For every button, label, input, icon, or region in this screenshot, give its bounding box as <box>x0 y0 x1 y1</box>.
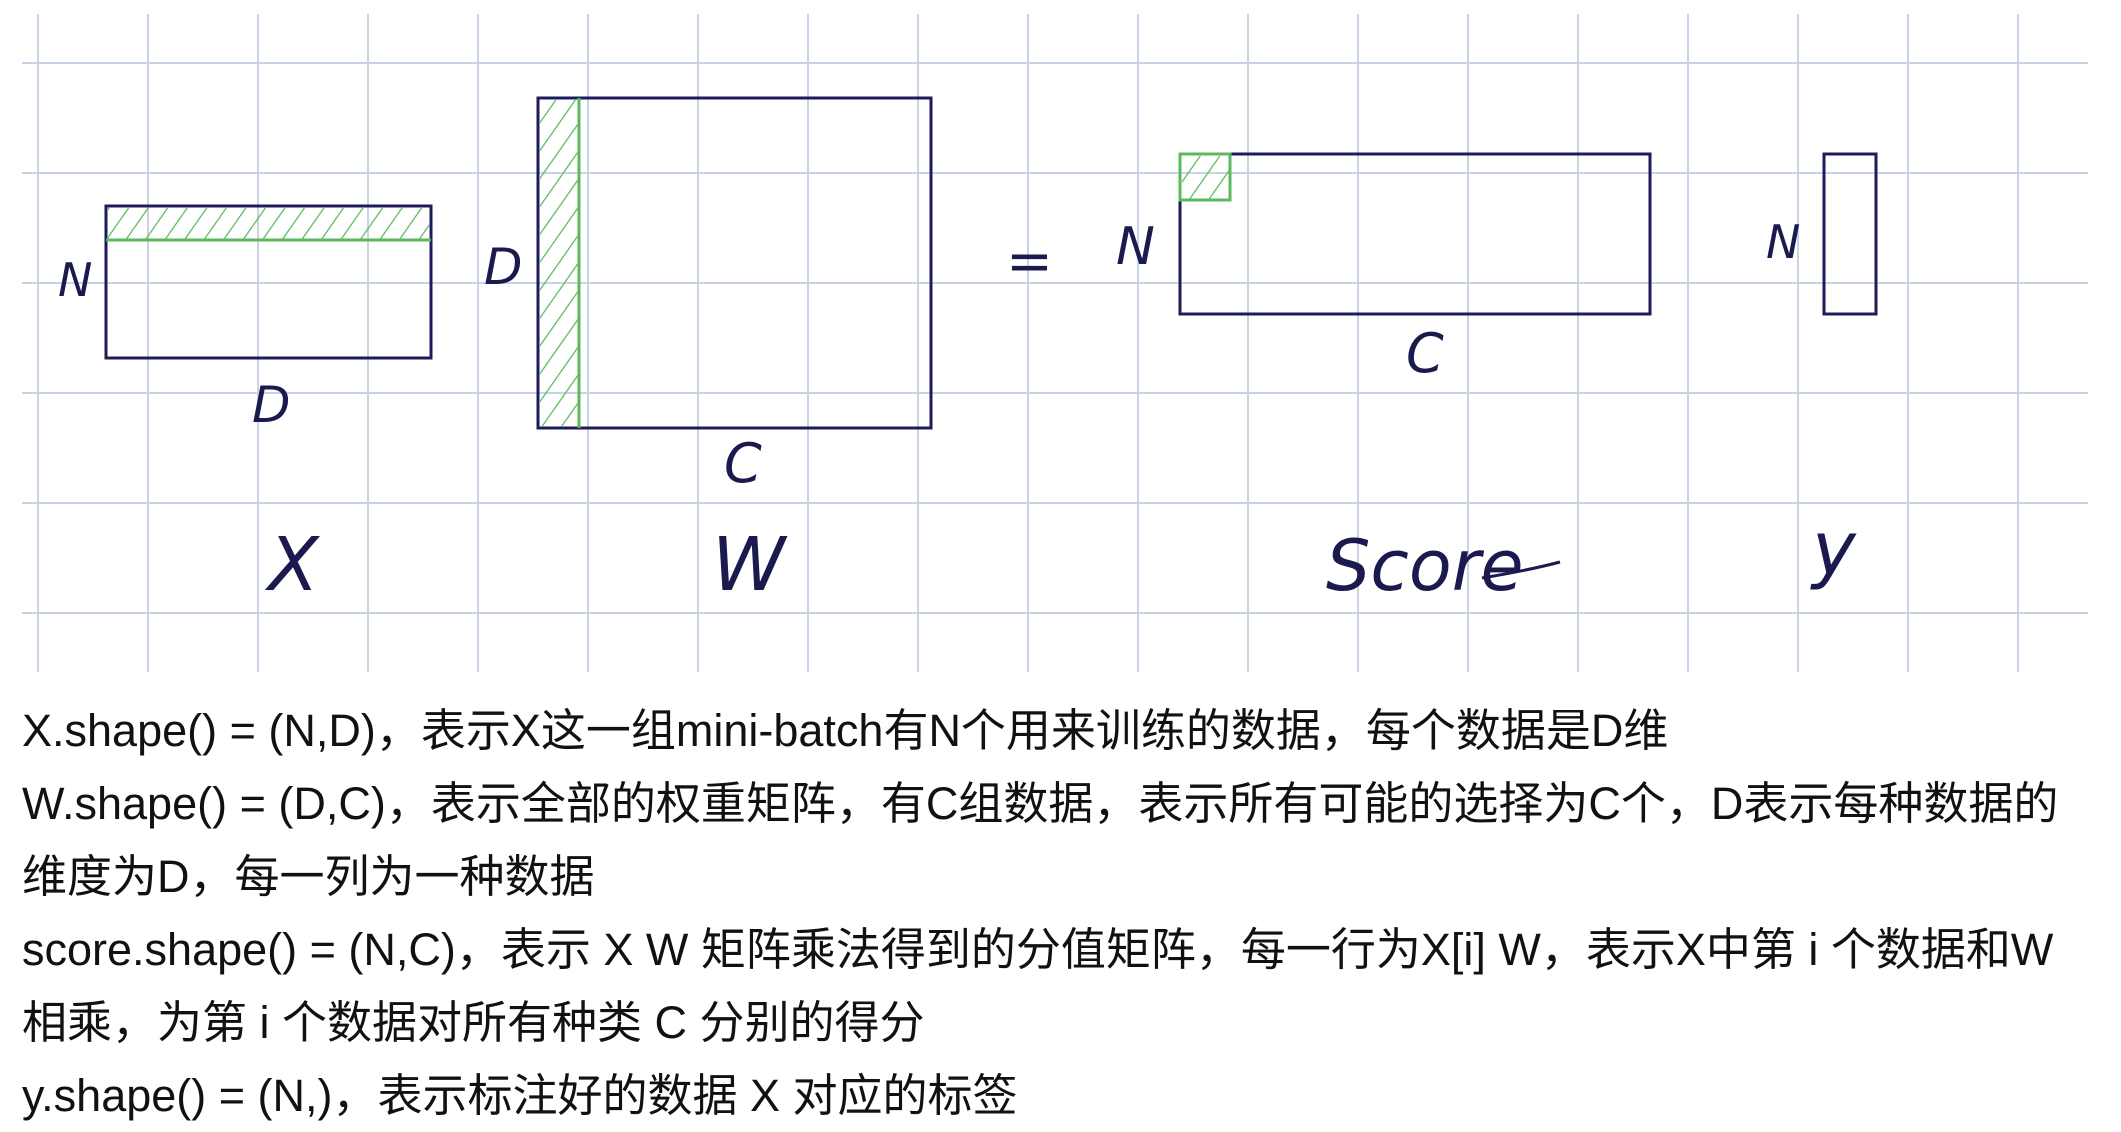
diagram-canvas: N D X D C W = N C Score N <box>22 14 2088 672</box>
matrix-x-name: X <box>264 522 321 608</box>
matrix-score-cols-label: C <box>1406 322 1444 385</box>
vector-y-box <box>1822 152 1878 316</box>
matrix-score-name-tail <box>1481 560 1561 580</box>
matrix-score-cell-highlight <box>1182 156 1229 200</box>
matrix-w: D C W <box>484 96 933 608</box>
note-y-shape: y.shape() = (N,)，表示标注好的数据 X 对应的标签 <box>22 1070 1018 1121</box>
matrix-w-name: W <box>712 522 788 608</box>
matrix-x-cols-label: D <box>252 376 291 434</box>
matrix-w-col-highlight <box>540 100 579 426</box>
matrix-score-cell-outline <box>1178 152 1232 202</box>
matrix-x-rows-label: N <box>58 253 92 307</box>
matrix-x-box <box>104 204 433 360</box>
note-w-shape: W.shape() = (D,C)，表示全部的权重矩阵，有C组数据，表示所有可能… <box>22 778 2059 902</box>
vector-y-rows-label: N <box>1766 215 1800 269</box>
matrix-x: N D X <box>58 204 433 608</box>
grid-lines <box>22 14 2088 672</box>
matrix-w-box <box>536 96 933 430</box>
matrix-score-name: Score <box>1326 525 1524 607</box>
equals-sign: = <box>1006 229 1053 294</box>
matrix-score: N C Score <box>1116 152 1652 607</box>
vector-y-name: y <box>1810 506 1857 592</box>
matrix-w-rows-label: D <box>484 238 523 296</box>
note-x-shape: X.shape() = (N,D)，表示X这一组mini-batch有N个用来训… <box>22 705 1669 756</box>
vector-y: N y <box>1766 152 1878 592</box>
matrix-w-cols-label: C <box>724 432 762 495</box>
matrix-score-rows-label: N <box>1116 217 1155 277</box>
shape-notes: X.shape() = (N,D)，表示X这一组mini-batch有N个用来训… <box>22 694 2092 1132</box>
matrix-score-box <box>1178 152 1652 316</box>
matrix-diagram: N D X D C W = N C Score N <box>22 14 2088 672</box>
note-score-shape: score.shape() = (N,C)，表示 X W 矩阵乘法得到的分值矩阵… <box>22 924 2054 1048</box>
matrix-x-row-highlight <box>108 208 429 240</box>
